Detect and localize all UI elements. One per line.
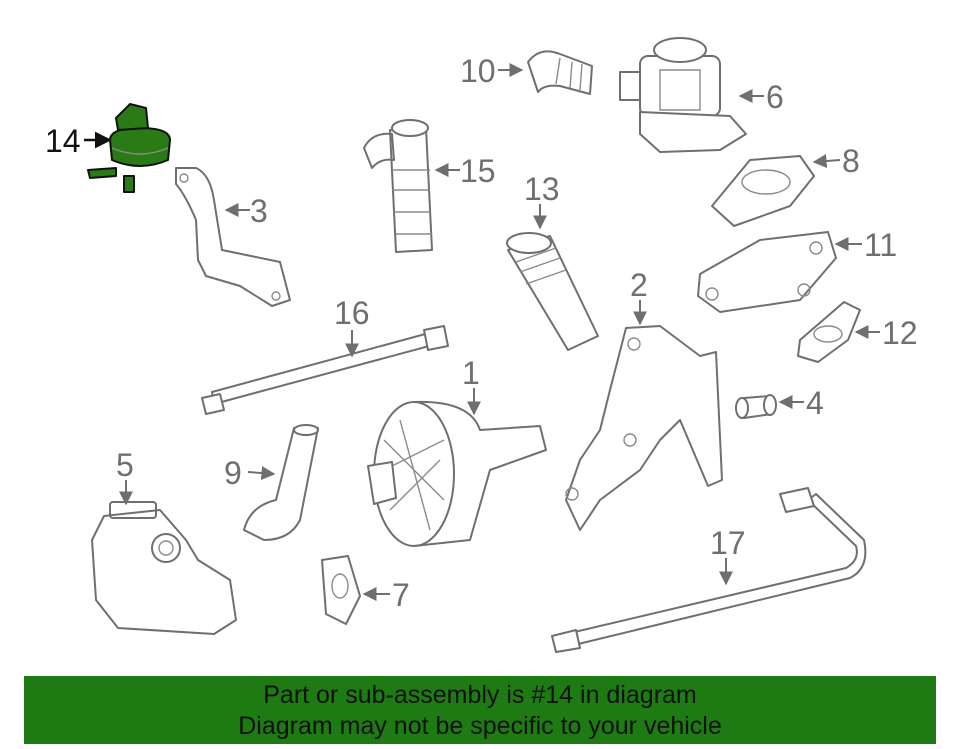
part-3-bracket [175,167,291,307]
part-2-bracket [565,325,723,531]
part-17-sensor [551,487,867,653]
part-5-valve [91,501,237,635]
callout-13: 13 [524,171,560,207]
part-1-air-pump [367,400,547,547]
part-4-bolt [735,394,777,419]
callout-8: 8 [842,143,860,179]
part-15-tube [363,119,433,253]
callout-4: 4 [806,385,824,421]
callout-9: 9 [224,455,242,491]
callout-6: 6 [766,79,784,115]
part-6-valve [619,37,747,153]
callout-3: 3 [250,193,268,229]
part-16-sensor [201,325,449,415]
part-14-valve[interactable] [87,103,171,193]
callout-15: 15 [460,153,496,189]
callout-14: 14 [45,123,81,159]
part-9-hose [243,424,319,541]
part-7-gasket [321,555,361,625]
part-8-gasket [711,155,815,227]
callout-17: 17 [710,525,746,561]
callout-11: 11 [864,227,897,263]
part-12-gasket [797,301,861,363]
callout-7: 7 [392,577,410,613]
part-11-bracket [697,231,837,313]
callout-10: 10 [460,53,496,89]
callout-16: 16 [334,295,370,331]
part-13-filter [506,232,599,351]
callout-1: 1 [462,355,480,391]
callout-12: 12 [882,315,918,351]
banner-line-2: Diagram may not be specific to your vehi… [238,712,722,740]
callout-2: 2 [630,267,648,303]
banner-line-1: Part or sub-assembly is #14 in diagram [263,681,697,709]
parts-diagram: 14 10 6 8 3 15 [45,37,918,653]
info-banner: Part or sub-assembly is #14 in diagram D… [24,676,936,744]
callout-5: 5 [116,447,134,483]
part-10-hose [527,50,593,95]
